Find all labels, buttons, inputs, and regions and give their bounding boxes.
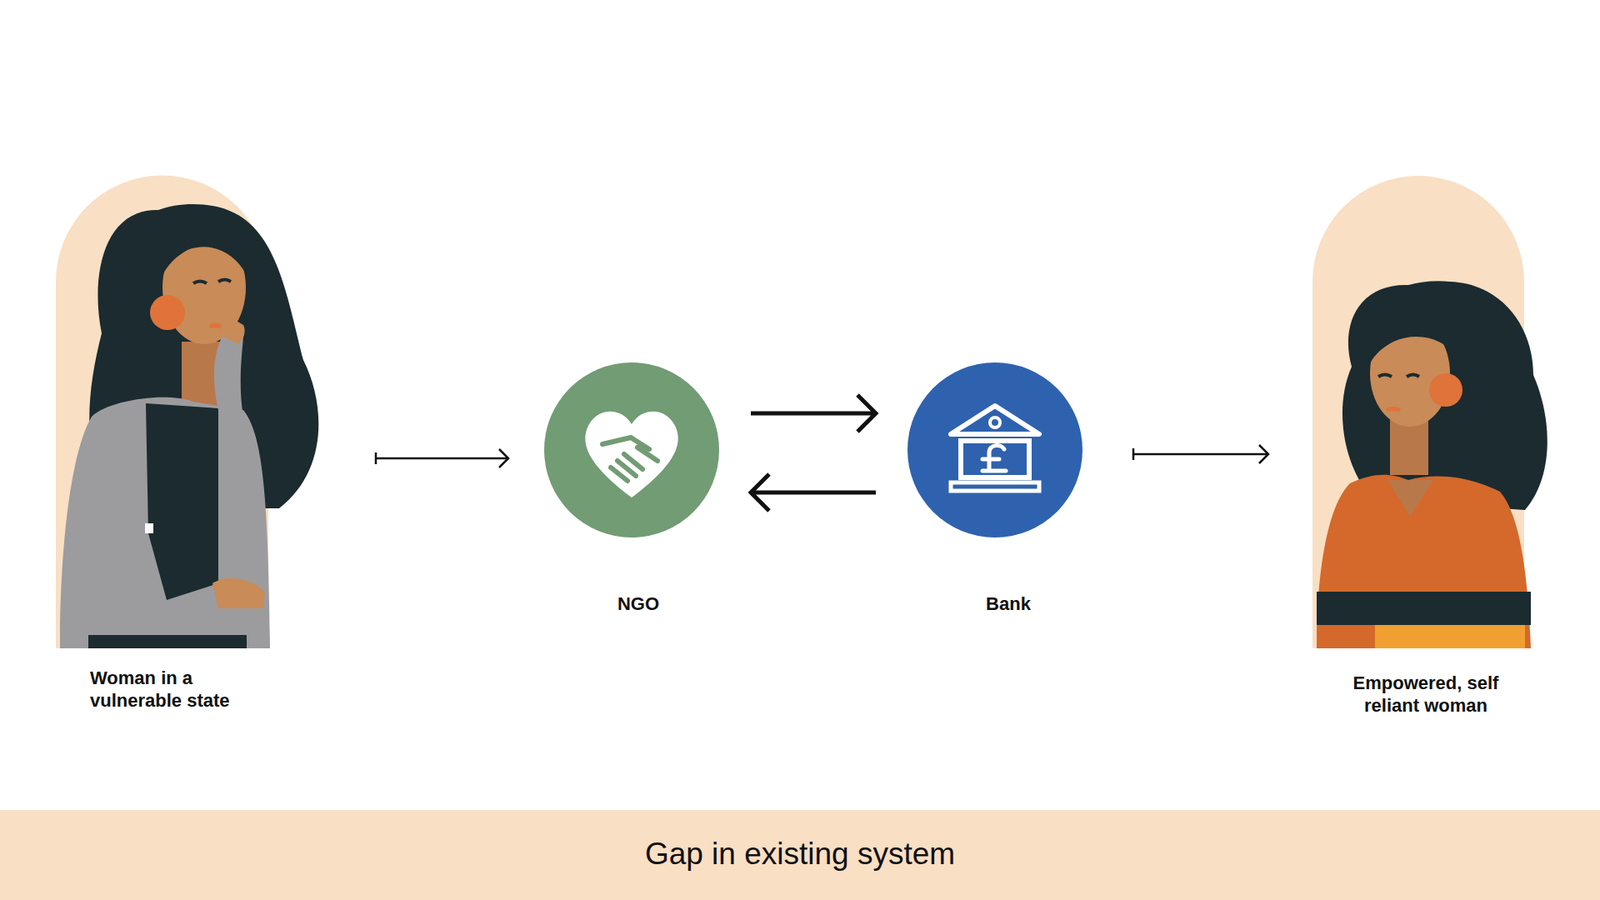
organisation-circle: NGO [544, 362, 720, 538]
empowered-woman-figure [1312, 175, 1548, 649]
bank-pound-icon [907, 362, 1083, 538]
person-node: Empowered, self reliant woman [1312, 175, 1546, 707]
flow-arrow [1133, 445, 1269, 464]
flow-arrow [375, 449, 509, 468]
node-label: Woman in a vulnerable state [90, 666, 265, 712]
node-label: Empowered, self reliant woman [1334, 671, 1518, 717]
caption-text: Gap in existing system [0, 836, 1600, 872]
node-label: Bank [920, 592, 1096, 615]
institution-circle: Bank [907, 362, 1083, 538]
person-node: Woman in a vulnerable state [55, 175, 325, 707]
flow-arrow [750, 395, 876, 432]
flow-arrow [750, 474, 876, 511]
vulnerable-woman-figure [55, 175, 319, 650]
caption-band [0, 810, 1600, 900]
handshake-heart-icon [544, 362, 720, 538]
node-label: NGO [550, 592, 726, 615]
